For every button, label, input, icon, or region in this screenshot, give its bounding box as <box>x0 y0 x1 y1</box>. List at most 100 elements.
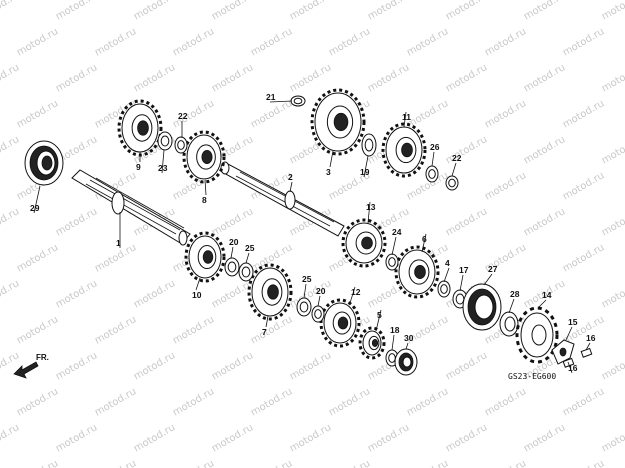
leader-line-20b <box>317 295 321 307</box>
callout-label-7: 7 <box>262 327 267 337</box>
callout-label-15: 15 <box>568 317 578 327</box>
callout-label-29: 29 <box>30 203 40 213</box>
washer-25 <box>238 262 254 282</box>
leader-line-12 <box>349 286 356 304</box>
watermark-text: motod.ru <box>405 98 450 130</box>
gear-6 <box>394 245 440 299</box>
watermark-text: motod.ru <box>561 26 606 58</box>
gear-12 <box>319 298 361 348</box>
watermark-text: motod.ru <box>522 206 567 238</box>
watermark-text: motod.ru <box>15 314 60 346</box>
callout-label-8: 8 <box>202 195 207 205</box>
callout-label-11: 11 <box>402 112 411 122</box>
watermark-text: motod.ru <box>54 350 99 382</box>
watermark-text: motod.ru <box>600 134 625 166</box>
watermark-text: motod.ru <box>444 0 489 23</box>
callout-label-4: 4 <box>445 258 450 268</box>
gear-3 <box>310 88 366 156</box>
watermark-text: motod.ru <box>405 26 450 58</box>
leader-line-16 <box>585 342 591 351</box>
watermark-text: motod.ru <box>132 422 177 454</box>
watermark-text: motod.ru <box>249 458 294 468</box>
callout-label-12: 12 <box>351 287 361 297</box>
watermark-text: motod.ru <box>93 386 138 418</box>
watermark-text: motod.ru <box>15 458 60 468</box>
callout-label-18: 18 <box>390 325 400 335</box>
callout-label-27: 27 <box>488 264 498 274</box>
watermark-text: motod.ru <box>288 350 333 382</box>
watermark-text: motod.ru <box>249 98 294 130</box>
gear-13 <box>341 218 387 268</box>
callout-label-20b: 20 <box>316 286 326 296</box>
watermark-text: motod.ru <box>132 350 177 382</box>
watermark-text: motod.ru <box>132 62 177 94</box>
watermark-text: motod.ru <box>522 422 567 454</box>
washer-24 <box>385 253 399 271</box>
callout-label-20: 20 <box>229 237 239 247</box>
watermark-text: motod.ru <box>600 206 625 238</box>
callout-label-3: 3 <box>326 167 331 177</box>
leader-line-4 <box>443 267 450 283</box>
callout-label-2: 2 <box>288 172 293 182</box>
watermark-text: motod.ru <box>444 134 489 166</box>
callout-label-13: 13 <box>366 202 376 212</box>
watermark-text: motod.ru <box>600 422 625 454</box>
watermark-text: motod.ru <box>132 0 177 23</box>
watermark-text: motod.ru <box>0 0 21 23</box>
watermark-text: motod.ru <box>561 386 606 418</box>
watermark-text: motod.ru <box>54 278 99 310</box>
watermark-text: motod.ru <box>249 314 294 346</box>
watermark-text: motod.ru <box>132 278 177 310</box>
watermark-text: motod.ru <box>405 386 450 418</box>
front-direction-arrow: FR. <box>13 353 49 379</box>
bearing-27 <box>462 283 502 331</box>
watermark-text: motod.ru <box>210 0 255 23</box>
washer-19 <box>361 133 377 157</box>
watermark-text: motod.ru <box>327 458 372 468</box>
watermark-text: motod.ru <box>210 350 255 382</box>
watermark-text: motod.ru <box>483 26 528 58</box>
leader-line-6 <box>421 233 427 253</box>
watermark-text: motod.ru <box>444 62 489 94</box>
watermark-text: motod.ru <box>54 62 99 94</box>
washer-group <box>157 95 468 367</box>
leader-line-23 <box>161 149 165 174</box>
leader-line-16b <box>567 361 573 374</box>
leader-line-28 <box>508 298 515 314</box>
callout-label-28: 28 <box>510 289 520 299</box>
gear-5 <box>358 326 386 360</box>
watermark-text: motod.ru <box>327 26 372 58</box>
watermark-text: motod.ru <box>483 386 528 418</box>
washer-20b <box>311 305 325 323</box>
callout-label-21: 21 <box>266 92 276 102</box>
callout-label-25b: 25 <box>302 274 312 284</box>
leader-line-18 <box>391 334 395 351</box>
mainshaft-part <box>71 169 191 246</box>
leader-line-5 <box>375 309 382 332</box>
callout-label-26: 26 <box>430 142 440 152</box>
leader-line-11 <box>403 111 407 128</box>
washer-4 <box>437 280 451 298</box>
leader-line-22b <box>451 162 457 177</box>
watermark-text: motod.ru <box>483 98 528 130</box>
watermark-text: motod.ru <box>210 206 255 238</box>
watermark-text: motod.ru <box>366 0 411 23</box>
callout-label-23: 23 <box>158 163 168 173</box>
watermark-text: motod.ru <box>366 422 411 454</box>
callout-label-6: 6 <box>422 234 427 244</box>
watermark-text: motod.ru <box>405 458 450 468</box>
callout-label-22b: 22 <box>452 153 462 163</box>
watermark-text: motod.ru <box>210 62 255 94</box>
watermark-text: motod.ru <box>288 422 333 454</box>
callout-label-1: 1 <box>116 238 121 248</box>
leader-lines <box>33 100 591 374</box>
watermark-text: motod.ru <box>600 62 625 94</box>
leader-line-21 <box>269 100 293 103</box>
watermark-text: motod.ru <box>522 0 567 23</box>
watermark-text: motod.ru <box>0 422 21 454</box>
callout-label-16: 16 <box>586 333 596 343</box>
watermark-text: motod.ru <box>288 62 333 94</box>
